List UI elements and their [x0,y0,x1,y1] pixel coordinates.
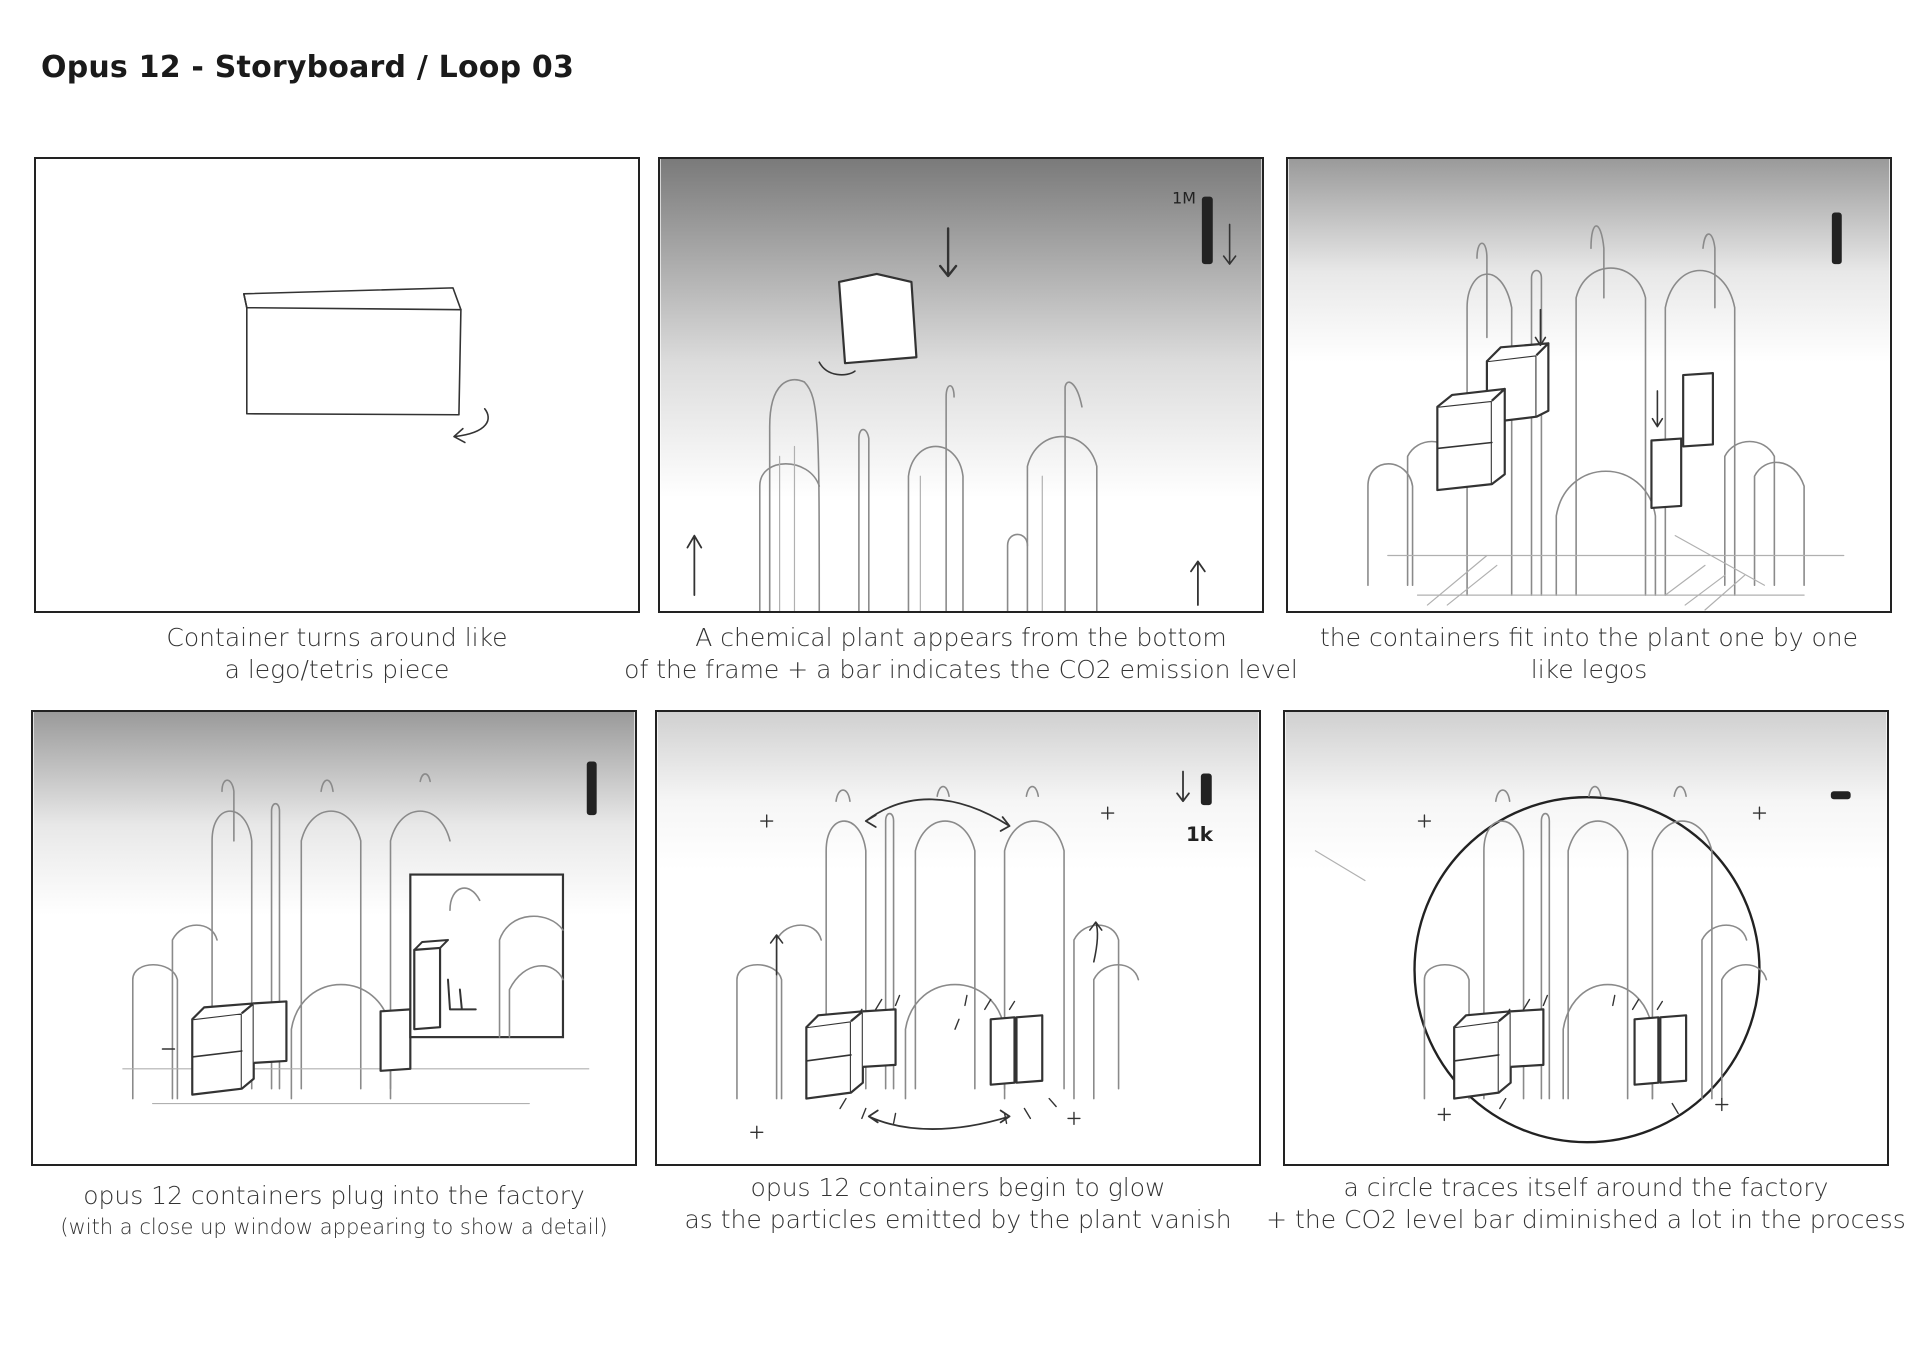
panel-2-sketch: 1M [660,159,1262,611]
co2-level-bar [1831,212,1842,265]
storyboard-panel-1 [34,157,640,613]
co2-level-label: 1k [1186,823,1214,846]
page-title: Opus 12 - Storyboard / Loop 03 [41,50,575,85]
down-arrow-icon [938,227,958,278]
storyboard-panel-4 [31,710,637,1166]
panel-2-caption: A chemical plant appears from the bottom… [624,623,1298,684]
down-arrow-icon [1222,223,1237,265]
panel-3-caption: the containers fit into the plant one by… [1319,623,1859,684]
panel-3-sketch [1288,159,1890,611]
down-arrow-icon [1534,308,1547,347]
panel-5-caption: opus 12 containers begin to glow as the … [684,1173,1232,1234]
co2-level-label: 1M [1172,189,1196,208]
panel-6-sketch [1285,712,1887,1164]
up-arrow-icon [1190,560,1206,606]
storyboard-panel-5: 1k [655,710,1261,1166]
co2-level-bar [1200,773,1212,806]
storyboard-panel-3 [1286,157,1892,613]
panel-4-caption: opus 12 containers plug into the factory… [60,1181,608,1239]
rotate-arrow-icon [453,407,489,444]
co2-level-bar [1830,791,1851,800]
panel-4-sketch [33,712,635,1164]
storyboard-panel-2: 1M [658,157,1264,613]
panel-5-sketch: 1k [657,712,1259,1164]
rotate-arrow-icon [818,361,856,376]
up-arrow-icon [686,534,703,597]
down-arrow-icon [1651,390,1664,428]
down-arrow-icon [1176,770,1190,803]
panel-6-caption: a circle traces itself around the factor… [1266,1173,1906,1234]
up-arrow-icon [1089,921,1103,963]
close-up-window [409,873,565,1039]
co2-level-bar [586,761,597,816]
panel-1-caption: Container turns around like a lego/tetri… [166,623,508,684]
panel-1-sketch [243,287,489,444]
up-arrow-icon [769,934,784,976]
co2-level-bar [1201,196,1213,265]
storyboard-panel-6 [1283,710,1889,1166]
